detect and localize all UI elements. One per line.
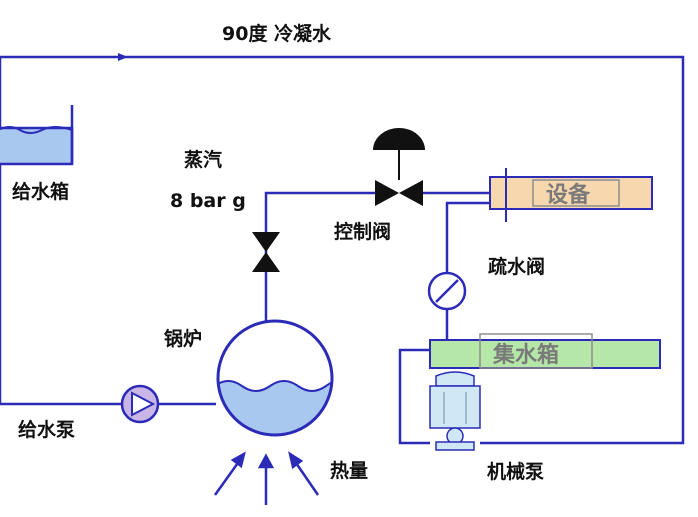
mechanical-pump-icon: [429, 371, 481, 451]
heat-arrows-icon: [213, 451, 320, 505]
equipment-drain-pipe: [445, 201, 490, 272]
control-valve-icon: [373, 128, 425, 206]
collect-pump-pipe: [398, 348, 430, 445]
heat-label: 热量: [330, 459, 368, 482]
equipment-label: 设备: [546, 182, 591, 208]
flow-arrow-icon: [118, 53, 128, 61]
equipment-box: [489, 168, 653, 222]
boiler-label: 锅炉: [164, 327, 202, 350]
feed-pump-label: 给水泵: [18, 418, 75, 441]
collect-tank: [429, 333, 661, 369]
collect-tank-label: 集水箱: [492, 342, 559, 368]
feed-water-pipe: [0, 165, 122, 406]
feed-pump-icon: [120, 384, 160, 424]
steam-riser-pipe: [264, 191, 375, 325]
pressure-label: 8 bar g: [170, 190, 246, 212]
steam-trap-label: 疏水阀: [488, 255, 545, 278]
control-valve-label: 控制阀: [334, 220, 391, 243]
steam-label: 蒸汽: [184, 148, 222, 171]
boiler: [216, 319, 334, 437]
stop-valve-icon: [252, 232, 280, 272]
feed-tank: [0, 105, 74, 166]
mech-pump-label: 机械泵: [487, 460, 544, 483]
condensate-return-pipe: [0, 55, 685, 445]
condensate-label: 90度 冷凝水: [222, 22, 332, 45]
feed-tank-label: 给水箱: [12, 180, 69, 203]
steam-trap-icon: [427, 271, 467, 311]
